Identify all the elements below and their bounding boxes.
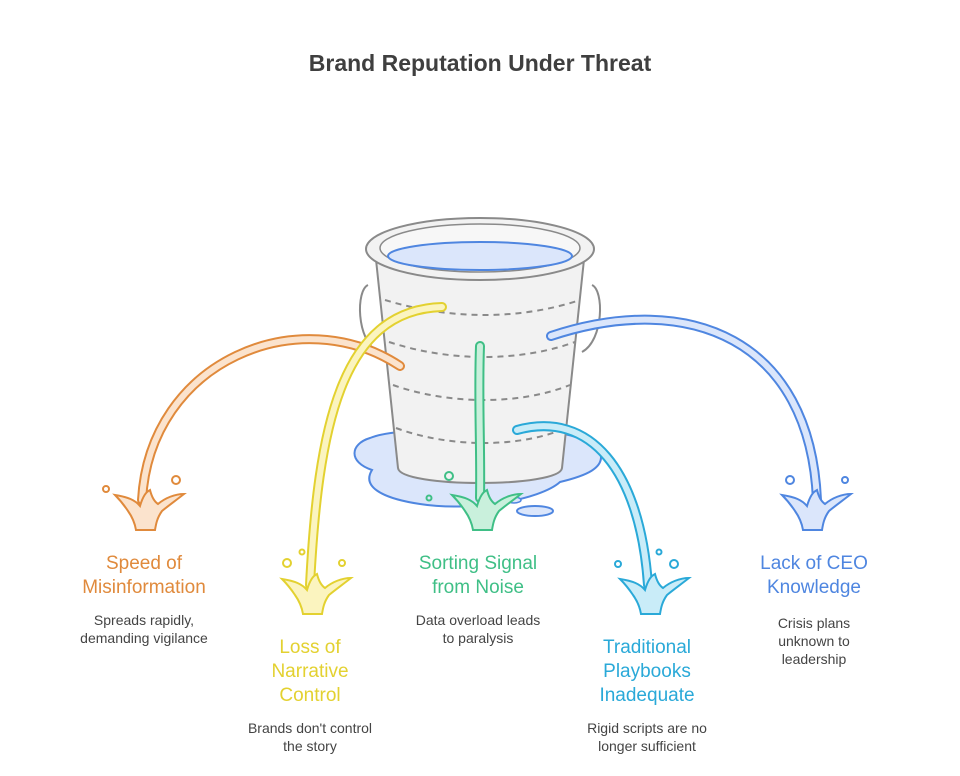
splash-icon — [279, 548, 354, 615]
splash-icon — [614, 548, 692, 615]
splash-icon — [779, 475, 854, 531]
stream-loss-of-narrative-control — [305, 302, 447, 590]
desc-lack-of-ceo-knowledge: Crisis plans unknown to leadership — [777, 615, 851, 667]
desc-speed-of-misinformation: Spreads rapidly, demanding vigilance — [80, 612, 208, 646]
stream-speed-of-misinformation — [137, 334, 405, 505]
stream-traditional-playbooks — [512, 421, 653, 590]
label-traditional-playbooks: Traditional Playbooks Inadequate — [599, 637, 695, 706]
page-title: Brand Reputation Under Threat — [308, 50, 652, 76]
desc-traditional-playbooks: Rigid scripts are no longer sufficient — [587, 720, 707, 754]
stream-sorting-signal — [474, 341, 486, 503]
desc-sorting-signal: Data overload leads to paralysis — [415, 612, 541, 646]
stream-lack-of-ceo-knowledge — [546, 314, 822, 505]
label-sorting-signal: Sorting Signal from Noise — [418, 553, 538, 598]
label-speed-of-misinformation: Speed of Misinformation — [82, 553, 206, 598]
splash-icon — [425, 471, 524, 531]
label-loss-of-narrative-control: Loss of Narrative Control — [271, 637, 349, 706]
desc-loss-of-narrative-control: Brands don't control the story — [247, 720, 373, 754]
splash-icon — [102, 475, 187, 531]
label-lack-of-ceo-knowledge: Lack of CEO Knowledge — [760, 553, 868, 598]
